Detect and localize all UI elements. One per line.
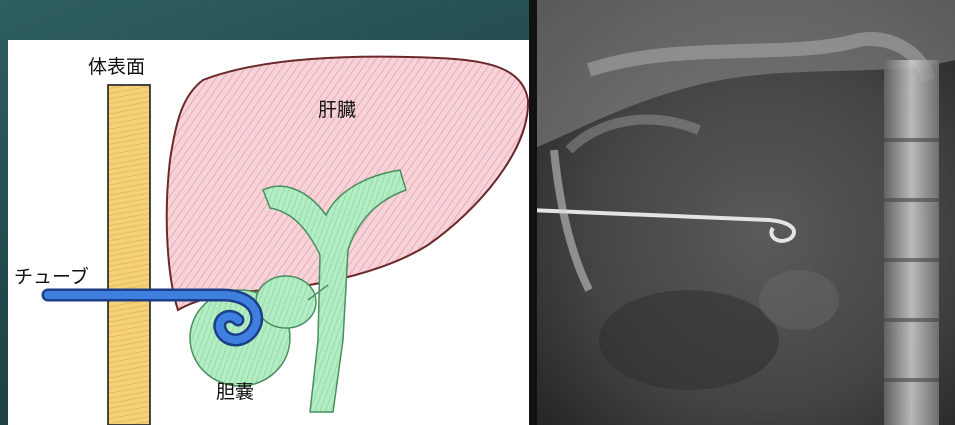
illustration-panel: 体表面 肝臓 チューブ 胆嚢 <box>8 40 536 425</box>
xray-image <box>529 0 955 425</box>
tube-label: チューブ <box>14 262 89 289</box>
gallbladder-drainage-illustration <box>8 40 536 425</box>
body-surface-label: 体表面 <box>88 52 145 79</box>
body-wall <box>108 85 150 425</box>
gallbladder-label: 胆嚢 <box>216 377 254 404</box>
liver-label: 肝臓 <box>318 95 356 122</box>
xray-rendering <box>529 0 955 425</box>
